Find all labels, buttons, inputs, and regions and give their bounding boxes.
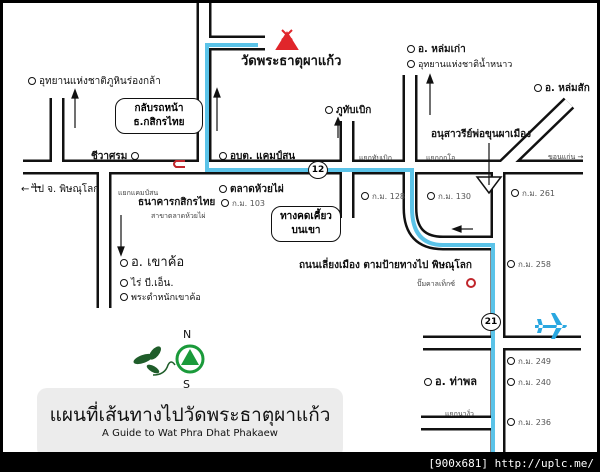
km-130: ก.ม. 130 xyxy=(427,191,471,203)
km-258: ก.ม. 258 xyxy=(507,259,551,271)
map-title-thai: แผนที่เส้นทางไปวัดพระธาตุผาแก้ว xyxy=(49,404,331,426)
place-chiwasrom: ชีวาศรม xyxy=(91,151,142,163)
leaf-ornament-icon xyxy=(133,346,176,376)
place-obt-camp-son: อบต. แคมป์สน xyxy=(219,151,295,163)
place-kasikorn-branch: สาขาตลาดห้วยไผ่ xyxy=(151,212,206,220)
temple-label: วัดพระธาตุผาแก้ว xyxy=(241,54,342,69)
km-261: ก.ม. 261 xyxy=(511,188,555,200)
place-phu-thap-boek: ภูทับเบิก xyxy=(325,105,371,117)
direction-arrows xyxy=(31,73,473,257)
junction-phu-thap-boek: แยกทับเบิก xyxy=(359,154,392,162)
place-tha-phon: อ. ท่าพล xyxy=(424,376,477,388)
map-title-english: A Guide to Wat Phra Dhat Phakaew xyxy=(102,428,278,439)
place-nam-nao: อุทยานแห่งชาติน้ำหนาว xyxy=(407,59,512,71)
temple-icon xyxy=(275,29,299,50)
u-turn-bubble: กลับรถหน้า ธ.กสิกรไทย xyxy=(115,98,203,134)
km-249: ก.ม. 249 xyxy=(507,356,551,368)
winding-road-bubble: ทางคดเคี้ยว บนเขา xyxy=(271,206,341,242)
route-12-shield: 12 xyxy=(308,161,328,179)
junction-kok-o: แยกกกโอ xyxy=(426,154,456,162)
junction-camp-son: แยกแคมป์สน xyxy=(118,189,159,197)
bypass-label: ถนนเลี่ยงเมือง ตามป้ายทางไป พิษณุโลก xyxy=(299,260,472,271)
recommended-route xyxy=(205,43,495,452)
km-103: ก.ม. 103 xyxy=(221,198,265,210)
place-hin-rong-kla: อุทยานแห่งชาติภูหินร่องกล้า xyxy=(28,76,161,88)
watermark-footer: [900x681] http://uplc.me/ xyxy=(428,457,594,470)
junction-na-ngua: แยกนางั่ว xyxy=(445,410,474,418)
route-map: วัดพระธาตุผาแก้ว อุทยานแห่งชาติภูหินร่อง… xyxy=(3,3,597,452)
compass-north: N xyxy=(183,328,192,341)
place-khao-kho: อ. เขาค้อ xyxy=(120,256,184,269)
km-128: ก.ม. 128 xyxy=(361,191,405,203)
place-lom-kao: อ. หล่มเก่า xyxy=(407,44,466,56)
u-turn-icon xyxy=(173,160,185,168)
airplane-icon xyxy=(535,313,567,339)
to-phitsanulok: ← ไป จ. พิษณุโลก xyxy=(21,184,100,195)
monument-label: อนุสาวรีย์พ่อขุนผาเมือง xyxy=(431,129,532,140)
place-talad-huai-phai: ตลาดห้วยไผ่ xyxy=(219,184,284,196)
compass-south: S xyxy=(183,378,190,391)
road-network xyxy=(23,3,583,452)
place-rai-bn: ไร่ บี.เอ็น. xyxy=(120,278,174,290)
title-box: แผนที่เส้นทางไปวัดพระธาตุผาแก้ว A Guide … xyxy=(37,388,343,452)
route-21-shield: 21 xyxy=(481,313,501,331)
place-kasikorn: ธนาคารกสิกรไทย xyxy=(138,197,216,208)
compass-icon xyxy=(175,344,205,374)
ptt-station-label: ปั๊มคาลเท็กซ์ xyxy=(417,280,455,288)
ptt-station-icon xyxy=(466,278,477,288)
place-lom-sak: อ. หล่มสัก xyxy=(534,83,590,95)
place-phra-tamnak: พระตำหนักเขาค้อ xyxy=(120,292,201,304)
km-240: ก.ม. 240 xyxy=(507,377,551,389)
km-236: ก.ม. 236 xyxy=(507,417,551,429)
to-khon-kaen: ขอนแก่น → xyxy=(548,153,584,161)
